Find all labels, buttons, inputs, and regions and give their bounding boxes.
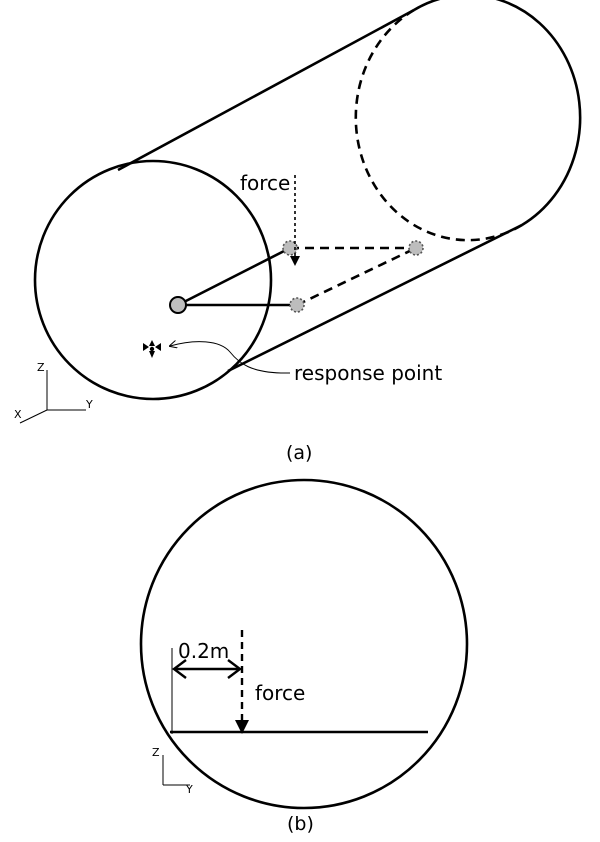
cylinder-top-edge	[117, 8, 415, 172]
panel-a: force response point Z Y X (a)	[14, 0, 582, 464]
cylinder-bottom-edge	[227, 223, 523, 373]
response-point-icon	[143, 340, 161, 358]
caption-a: (a)	[286, 442, 312, 464]
panel-b: 0.2m force Z Y (b)	[139, 478, 469, 835]
force-node-lower	[289, 297, 305, 313]
far-face-solid-arc	[413, 0, 582, 227]
axis-z-b: Z	[152, 746, 160, 759]
axis-y-b: Y	[185, 783, 193, 796]
axis-x-a: X	[14, 408, 22, 421]
force-node-upper-left	[282, 240, 298, 256]
far-face-hidden-arc	[354, 8, 523, 242]
dimension-label: 0.2m	[178, 639, 229, 663]
force-label-b: force	[255, 681, 305, 705]
center-node	[169, 296, 187, 314]
caption-b: (b)	[287, 813, 314, 835]
force-arrowhead-b	[235, 720, 249, 734]
response-leader	[170, 342, 291, 374]
near-face	[33, 159, 273, 401]
response-label: response point	[294, 361, 442, 385]
cross-section-circle	[139, 478, 469, 810]
axis-triad-b: Z Y	[152, 746, 193, 796]
force-path-diagonal	[296, 246, 417, 307]
force-node-upper-right	[408, 240, 424, 256]
axis-triad-a: Z Y X	[14, 361, 93, 424]
axis-z-a: Z	[37, 361, 45, 374]
axis-y-a: Y	[85, 398, 93, 411]
force-label-a: force	[240, 171, 290, 195]
leader-line-upper	[177, 246, 291, 307]
